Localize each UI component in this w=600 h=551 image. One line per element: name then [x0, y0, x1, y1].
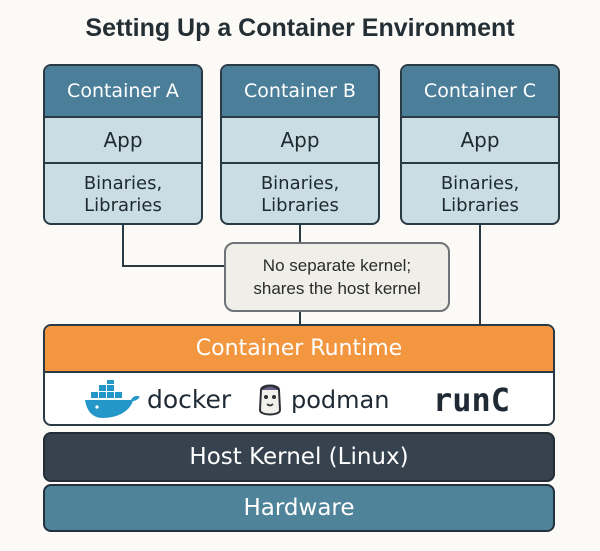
- podman-label: podman: [291, 385, 390, 414]
- runc-label: runC: [433, 380, 511, 419]
- container-b: Container B App Binaries, Libraries: [220, 64, 380, 225]
- container-a-app: App: [45, 118, 201, 164]
- container-c-app: App: [402, 118, 558, 164]
- podman-seal-icon: [258, 384, 282, 415]
- hardware-layer: Hardware: [43, 484, 555, 532]
- diagram-title: Setting Up a Container Environment: [85, 14, 515, 42]
- podman-logo: podman: [255, 373, 390, 424]
- connector-a: [122, 225, 224, 267]
- container-a: Container A App Binaries, Libraries: [43, 64, 203, 225]
- runc-logo: runC: [433, 373, 511, 424]
- container-c-header: Container C: [402, 66, 558, 118]
- docker-logo: docker: [83, 373, 232, 424]
- container-b-app: App: [222, 118, 378, 164]
- shared-kernel-note: No separate kernel; shares the host kern…: [224, 242, 450, 312]
- runtime-logos: docker podman runC: [45, 373, 553, 424]
- host-kernel-layer: Host Kernel (Linux): [43, 432, 555, 482]
- container-a-header: Container A: [45, 66, 201, 118]
- container-c-libraries: Binaries, Libraries: [440, 172, 520, 216]
- container-b-header: Container B: [222, 66, 378, 118]
- docker-whale-icon: [85, 379, 140, 418]
- container-c: Container C App Binaries, Libraries: [400, 64, 560, 225]
- container-runtime-layer: Container Runtime docker: [43, 324, 555, 426]
- container-a-libraries: Binaries, Libraries: [83, 172, 163, 216]
- container-b-libraries: Binaries, Libraries: [260, 172, 340, 216]
- docker-label: docker: [147, 385, 232, 414]
- runtime-header: Container Runtime: [45, 326, 553, 373]
